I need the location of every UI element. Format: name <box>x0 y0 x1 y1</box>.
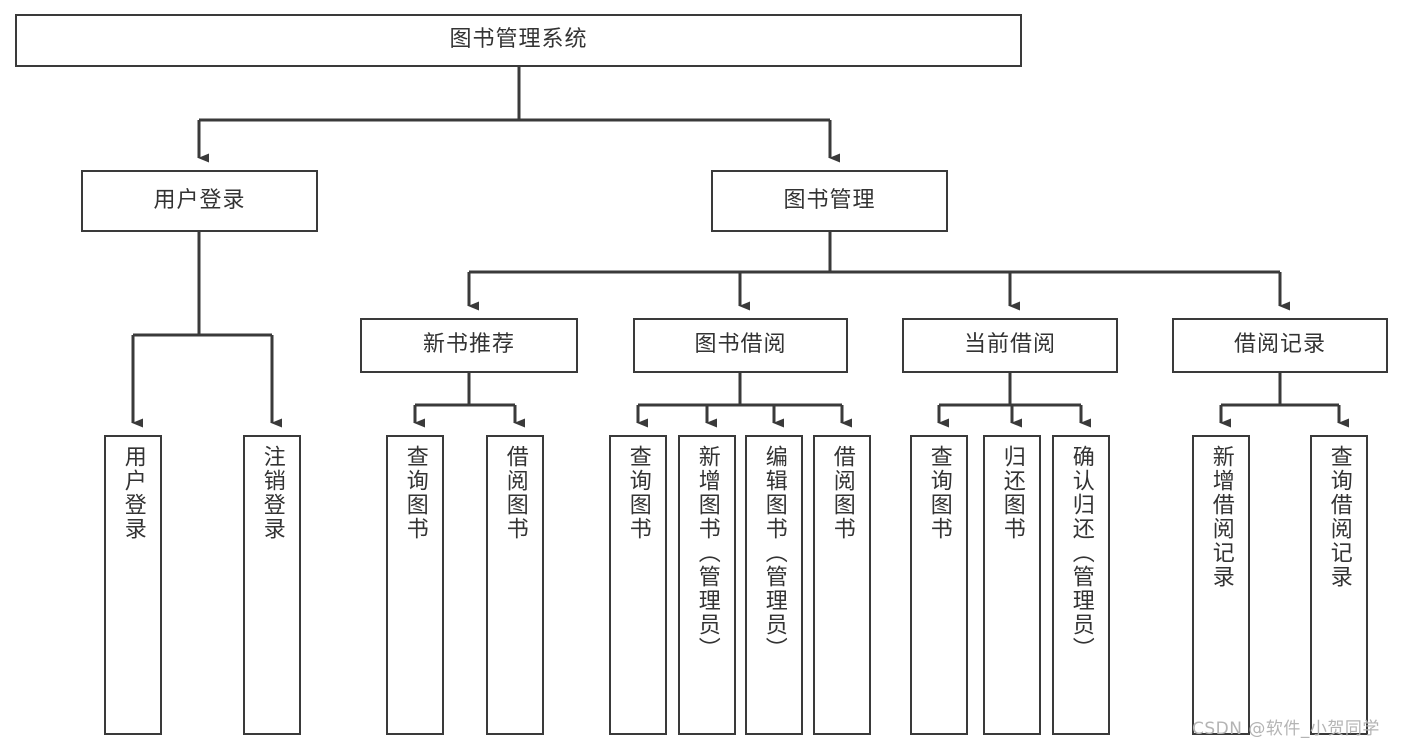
node-new-book-recommend[interactable]: 新书推荐 <box>360 318 578 373</box>
node-leaf-query-book-borrow[interactable]: 查询图书 <box>609 435 667 735</box>
book-management-to-level3-connector <box>467 232 1290 311</box>
node-book-borrow[interactable]: 图书借阅 <box>633 318 848 373</box>
book-borrow-to-leaves-connector <box>636 373 852 428</box>
node-label: 归还图书 <box>999 445 1025 541</box>
node-leaf-user-logout[interactable]: 注销登录 <box>243 435 301 735</box>
node-label: 新增借阅记录 <box>1208 445 1234 589</box>
node-user-login[interactable]: 用户登录 <box>81 170 318 232</box>
node-leaf-borrow-book-new[interactable]: 借阅图书 <box>486 435 544 735</box>
node-leaf-borrow-book[interactable]: 借阅图书 <box>813 435 871 735</box>
node-label: 查询借阅记录 <box>1326 445 1352 589</box>
node-label: 当前借阅 <box>963 332 1056 358</box>
node-label: 图书管理系统 <box>449 27 588 53</box>
current-borrow-to-leaves-connector <box>937 373 1091 428</box>
user-login-to-leaves-connector <box>131 232 282 428</box>
node-label: 确认归还（管理员） <box>1068 445 1094 661</box>
node-leaf-user-login[interactable]: 用户登录 <box>104 435 162 735</box>
node-label: 新增图书（管理员） <box>694 445 720 661</box>
node-leaf-query-borrow-record[interactable]: 查询借阅记录 <box>1310 435 1368 735</box>
node-label: 注销登录 <box>259 445 285 541</box>
node-label: 借阅图书 <box>502 445 528 541</box>
node-label: 用户登录 <box>120 445 146 541</box>
node-label: 新书推荐 <box>422 332 515 358</box>
node-book-management[interactable]: 图书管理 <box>711 170 948 232</box>
new-book-recommend-to-leaves-connector <box>413 373 525 428</box>
node-leaf-add-book-admin[interactable]: 新增图书（管理员） <box>678 435 736 735</box>
node-label: 查询图书 <box>625 445 651 541</box>
root-to-level2-connector <box>197 67 840 163</box>
node-leaf-query-book-new[interactable]: 查询图书 <box>386 435 444 735</box>
node-label: 图书管理 <box>783 187 876 213</box>
node-leaf-query-book-current[interactable]: 查询图书 <box>910 435 968 735</box>
node-leaf-return-book[interactable]: 归还图书 <box>983 435 1041 735</box>
node-label: 查询图书 <box>402 445 428 541</box>
node-leaf-add-borrow-record[interactable]: 新增借阅记录 <box>1192 435 1250 735</box>
csdn-watermark: CSDN @软件_小贺同学 <box>1192 719 1380 739</box>
node-leaf-edit-book-admin[interactable]: 编辑图书（管理员） <box>745 435 803 735</box>
node-leaf-confirm-return-admin[interactable]: 确认归还（管理员） <box>1052 435 1110 735</box>
node-label: 查询图书 <box>926 445 952 541</box>
node-label: 编辑图书（管理员） <box>761 445 787 661</box>
node-label: 借阅图书 <box>829 445 855 541</box>
node-label: 用户登录 <box>153 187 246 213</box>
borrow-record-to-leaves-connector <box>1219 373 1349 428</box>
node-borrow-record[interactable]: 借阅记录 <box>1172 318 1388 373</box>
node-current-borrow[interactable]: 当前借阅 <box>902 318 1118 373</box>
node-label: 借阅记录 <box>1233 332 1326 358</box>
node-label: 图书借阅 <box>694 332 787 358</box>
node-root-book-management-system[interactable]: 图书管理系统 <box>15 14 1022 67</box>
